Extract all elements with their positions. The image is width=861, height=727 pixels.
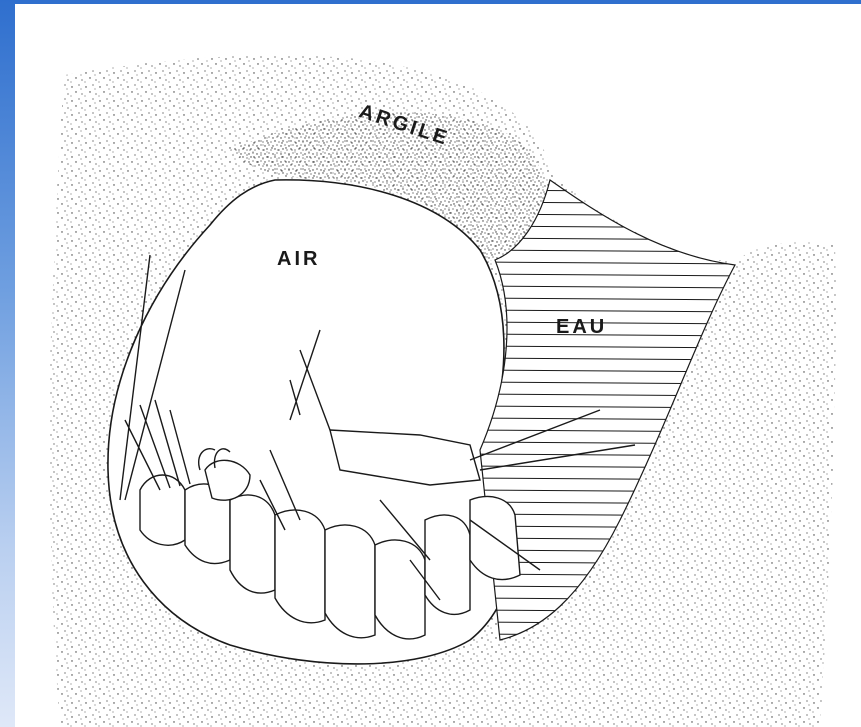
amphipod-segment: [275, 510, 325, 623]
amphipod-segment: [140, 475, 185, 545]
blue-frame-left: [0, 0, 15, 727]
label-air: AIR: [277, 248, 320, 270]
amphipod-segment: [230, 495, 275, 593]
burrow-illustration: ARGILE AIR EAU: [15, 4, 861, 727]
amphipod-segment: [325, 525, 375, 638]
amphipod-segment: [375, 540, 425, 639]
label-eau: EAU: [556, 316, 607, 338]
amphipod-segment: [425, 515, 470, 614]
